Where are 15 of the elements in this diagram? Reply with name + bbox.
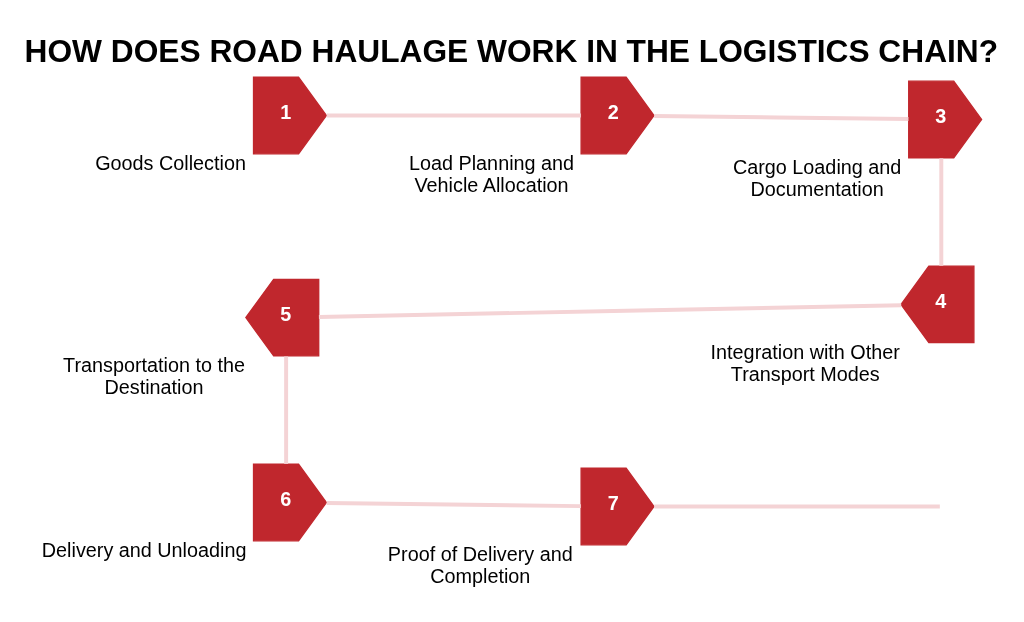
connector xyxy=(939,158,944,266)
connector xyxy=(326,501,581,509)
diagram-title: HOW DOES ROAD HAULAGE WORK IN THE LOGISTICS CHAIN? xyxy=(24,32,999,69)
connector xyxy=(326,113,581,118)
node-label: Proof of Delivery and Completion xyxy=(387,542,573,588)
connector xyxy=(654,504,940,509)
node-label: Transportation to the Destination xyxy=(63,353,245,399)
node-label: Cargo Loading and Documentation xyxy=(732,155,902,201)
connector xyxy=(284,356,289,464)
node-label: Integration with Other Transport Modes xyxy=(710,340,900,386)
node-label: Delivery and Unloading xyxy=(41,538,247,561)
connector xyxy=(654,114,909,122)
node-label: Goods Collection xyxy=(95,151,246,174)
node-label: Load Planning and Vehicle Allocation xyxy=(408,151,575,197)
connector xyxy=(318,303,902,319)
